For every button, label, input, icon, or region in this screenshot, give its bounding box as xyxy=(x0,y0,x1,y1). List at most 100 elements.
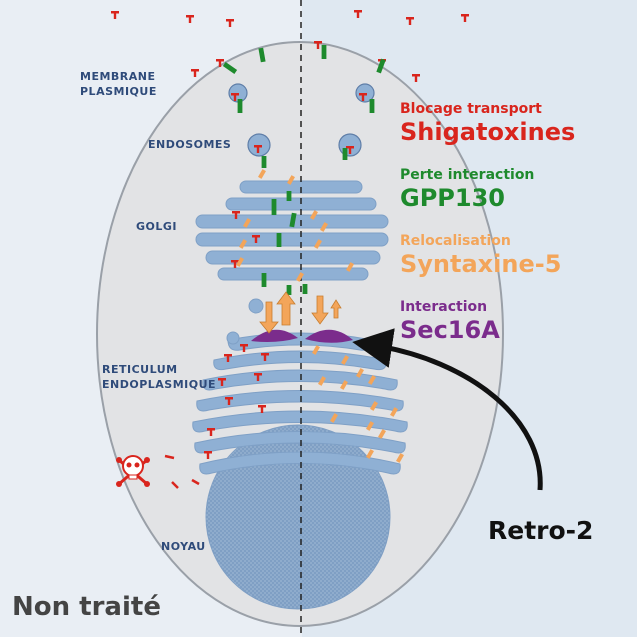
nucleus-label: NOYAU xyxy=(161,540,206,553)
syntaxin5-marker xyxy=(320,222,328,232)
syntaxin5-marker xyxy=(287,175,295,185)
syntaxin5-marker xyxy=(378,429,386,439)
syntaxin5-marker xyxy=(366,421,374,431)
toxin-marker-icon xyxy=(216,59,224,67)
syntaxin5-marker xyxy=(243,218,251,228)
syntaxin5-marker xyxy=(340,380,348,390)
legend-syntaxin5-caption: Relocalisation xyxy=(400,233,511,249)
toxin-marker-icon xyxy=(225,397,233,405)
legend-gpp130: Perte interaction GPP130 xyxy=(400,166,534,212)
toxin-marker-icon xyxy=(186,15,194,23)
toxin-marker-icon xyxy=(258,405,266,413)
toxin-marker-icon xyxy=(224,354,232,362)
legend-sec16a-title: Sec16A xyxy=(400,316,500,344)
vesicles xyxy=(226,298,264,345)
gpp130-marker xyxy=(286,285,292,295)
toxin-marker-icon xyxy=(232,211,240,219)
toxin-marker-icon xyxy=(252,235,260,243)
toxin-marker-icon xyxy=(254,373,262,381)
legend-gpp130-title: GPP130 xyxy=(400,184,505,212)
retro2-arrow xyxy=(352,328,543,491)
er-label: RETICULUM ENDOPLASMIQUE xyxy=(102,362,216,392)
toxin-marker-icon xyxy=(412,74,420,82)
membrane-label-line2: PLASMIQUE xyxy=(80,85,157,98)
syntaxin5-marker xyxy=(346,262,354,272)
er-label-line1: RETICULUM xyxy=(102,363,178,376)
toxin-marker-icon xyxy=(240,344,248,352)
retrograde-arrow-treated xyxy=(330,299,342,319)
toxin-marker-icon xyxy=(461,14,469,22)
anterograde-arrow xyxy=(259,301,279,334)
syntaxin5-marker xyxy=(341,355,349,365)
toxin-marker-icon xyxy=(191,69,199,77)
gpp130-marker xyxy=(302,284,308,294)
gpp130-marker xyxy=(342,148,348,160)
legend-shigatoxins: Blocage transport Shigatoxines xyxy=(400,100,575,146)
syntaxin5-marker xyxy=(370,401,378,411)
gpp130-marker xyxy=(237,99,243,113)
retrograde-arrow xyxy=(276,291,296,326)
skull-crossbones-icon xyxy=(116,455,150,487)
gpp130-marker xyxy=(376,58,386,74)
legend-gpp130-caption: Perte interaction xyxy=(400,167,535,183)
gpp130-marker xyxy=(222,62,238,74)
toxin-marker-icon xyxy=(226,19,234,27)
toxin-marker-icon xyxy=(231,260,239,268)
legend-shigatoxins-caption: Blocage transport xyxy=(400,101,542,117)
toxin-marker-icon xyxy=(261,353,269,361)
er-label-line2: ENDOPLASMIQUE xyxy=(102,378,217,391)
gpp130-marker xyxy=(369,99,375,113)
syntaxin5-marker xyxy=(390,407,398,417)
toxin-marker-icon xyxy=(204,451,212,459)
toxin-marker-icon xyxy=(207,428,215,436)
toxin-marker-icon xyxy=(346,146,354,154)
syntaxin5-marker xyxy=(368,375,376,385)
released-toxins xyxy=(164,454,200,489)
syntaxin5-marker xyxy=(236,257,244,267)
syntaxin5-marker xyxy=(330,413,338,423)
toxin-marker-icon xyxy=(314,41,322,49)
legend-syntaxin5: Relocalisation Syntaxine-5 xyxy=(400,232,561,278)
syntaxin5-marker xyxy=(356,368,364,378)
syntaxin5-marker xyxy=(314,239,322,249)
retro2-label: Retro-2 xyxy=(488,516,594,545)
gpp130-marker xyxy=(261,273,267,287)
legend-shigatoxins-title: Shigatoxines xyxy=(400,118,576,146)
syntaxin5-marker xyxy=(239,239,247,249)
golgi-label: GOLGI xyxy=(136,220,178,233)
syntaxin5-marker xyxy=(296,272,304,282)
syntaxin5-marker xyxy=(310,210,318,220)
toxin-marker-icon xyxy=(254,145,262,153)
anterograde-arrow-treated xyxy=(311,295,329,325)
legend-sec16a-caption: Interaction xyxy=(400,299,488,315)
gpp130-marker xyxy=(271,199,277,215)
syntaxin5-marker xyxy=(366,449,374,459)
membrane-label: MEMBRANE PLASMIQUE xyxy=(80,69,157,99)
toxin-marker-icon xyxy=(111,11,119,19)
syntaxin5-marker xyxy=(318,376,326,386)
syntaxin5-marker xyxy=(396,453,404,463)
legend-syntaxin5-title: Syntaxine-5 xyxy=(400,250,562,278)
toxin-marker-icon xyxy=(231,93,239,101)
syntaxin5-markers xyxy=(236,169,404,463)
gpp130-marker xyxy=(276,233,282,247)
toxin-marker-icon xyxy=(218,378,226,386)
nucleus xyxy=(205,424,391,610)
gpp130-markers xyxy=(222,45,386,295)
syntaxin5-marker xyxy=(312,345,320,355)
syntaxin5-marker xyxy=(258,169,266,179)
condition-label: Non traité xyxy=(12,592,161,622)
golgi-apparatus xyxy=(195,180,389,281)
legend-sec16a: Interaction Sec16A xyxy=(400,298,500,344)
gpp130-marker xyxy=(286,191,292,201)
toxin-marker-icon xyxy=(406,17,414,25)
gpp130-marker xyxy=(258,47,266,63)
toxin-marker-icon xyxy=(359,93,367,101)
gpp130-marker xyxy=(321,45,327,59)
toxin-marker-icon xyxy=(354,10,362,18)
gpp130-marker xyxy=(261,156,267,168)
endosomes-label: ENDOSOMES xyxy=(148,138,232,151)
membrane-label-line1: MEMBRANE xyxy=(80,70,156,83)
sec16a-patches xyxy=(251,329,353,343)
